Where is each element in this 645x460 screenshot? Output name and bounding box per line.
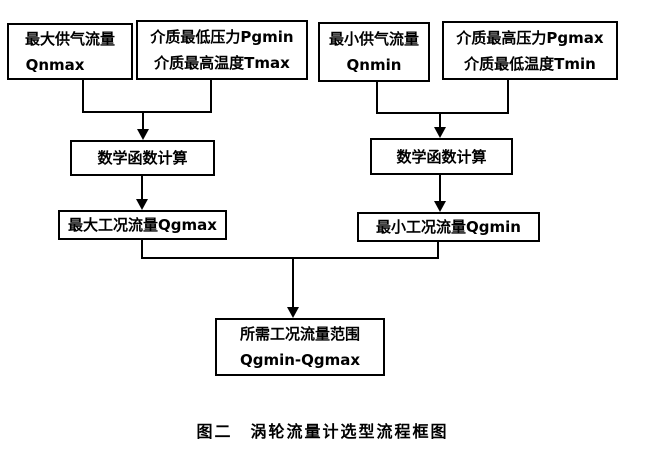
arrow-down-icon [434, 127, 446, 138]
arrow-down-icon [287, 307, 299, 318]
box-math-calc-right-label: 数学函数计算 [396, 147, 487, 166]
arrow-down-icon [137, 129, 149, 140]
connector-right-top-merge [376, 80, 509, 138]
box-max-supply-flow-symbol: Qnmax [25, 55, 85, 74]
box-max-pressure-min-temp: 介质最高压力Pgmax 介质最低温度Tmin [442, 21, 618, 80]
box-math-calc-right: 数学函数计算 [370, 138, 513, 175]
box-min-supply-flow-symbol: Qnmin [346, 56, 402, 74]
connector-left-top-merge [82, 80, 212, 140]
box-math-calc-left: 数学函数计算 [70, 140, 215, 176]
box-min-pressure-max-temp: 介质最低压力Pgmin 介质最高温度Tmax [136, 20, 308, 80]
box-max-working-flow: 最大工况流量Qgmax [58, 210, 227, 240]
box-required-flow-range-label: 所需工况流量范围 [239, 325, 360, 343]
box-required-flow-range-symbol: Qgmin-Qgmax [239, 351, 361, 369]
connector-bottom-merge [141, 240, 439, 318]
box-max-temp-label: 介质最高温度Tmax [154, 54, 290, 72]
box-max-supply-flow-label: 最大供气流量 [24, 29, 115, 48]
box-min-supply-flow: 最小供气流量 Qnmin [318, 22, 430, 82]
box-max-working-flow-label: 最大工况流量Qgmax [68, 216, 217, 234]
box-math-calc-left-label: 数学函数计算 [97, 149, 188, 167]
box-required-flow-range: 所需工况流量范围 Qgmin-Qgmax [215, 318, 385, 376]
box-min-working-flow-label: 最小工况流量Qgmin [376, 218, 521, 236]
connector-calc-left-to-qgmax [136, 176, 148, 210]
arrow-down-icon [434, 201, 446, 212]
connector-calc-right-to-qgmin [434, 175, 446, 212]
box-max-supply-flow: 最大供气流量 Qnmax [7, 23, 133, 80]
box-min-pressure-label: 介质最低压力Pgmin [150, 28, 294, 46]
arrow-down-icon [136, 199, 148, 210]
box-min-temp-label: 介质最低温度Tmin [464, 54, 596, 73]
box-min-working-flow: 最小工况流量Qgmin [357, 212, 540, 242]
box-max-pressure-label: 介质最高压力Pgmax [456, 28, 604, 47]
figure-caption: 图二 涡轮流量计选型流程框图 [196, 422, 449, 441]
box-min-supply-flow-label: 最小供气流量 [328, 30, 419, 48]
